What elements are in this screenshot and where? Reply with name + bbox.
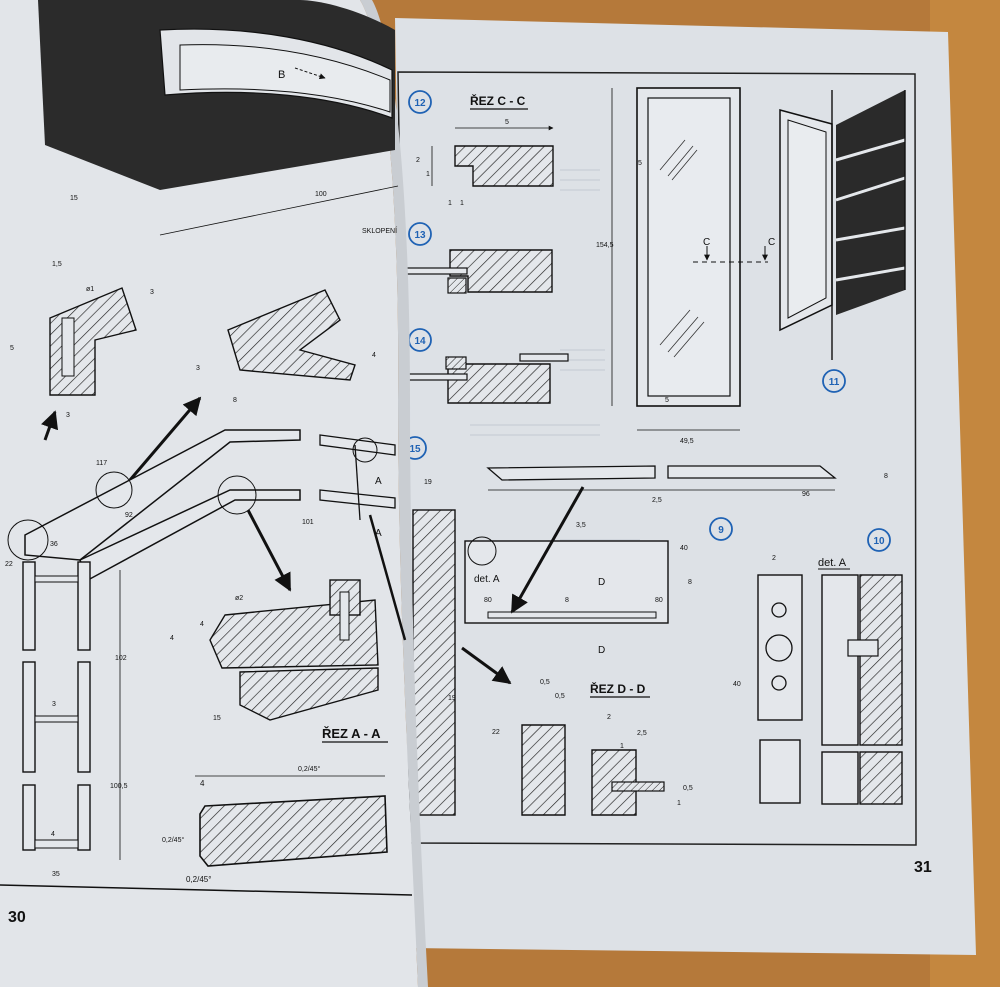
svg-text:0,5: 0,5 <box>683 785 693 792</box>
svg-text:3: 3 <box>196 365 200 372</box>
svg-text:102: 102 <box>115 655 127 662</box>
svg-text:15: 15 <box>409 444 421 455</box>
section-dd: 0,5 0,5 22 ŘEZ D - D 2 2,5 1 0,5 1 <box>492 679 693 816</box>
figure-9-plate: det. A 3,5 40 8 80 8 80 D D 9 <box>461 486 733 685</box>
svg-text:35: 35 <box>52 871 60 878</box>
svg-text:ø1: ø1 <box>86 286 94 293</box>
svg-text:5: 5 <box>505 119 509 126</box>
svg-text:8: 8 <box>565 597 569 604</box>
svg-text:1: 1 <box>677 800 681 807</box>
svg-text:22: 22 <box>5 561 13 568</box>
svg-text:8: 8 <box>884 473 888 480</box>
frame-perspective: 8 117 92 101 36 22 A A <box>5 397 407 641</box>
svg-text:96: 96 <box>802 491 810 498</box>
svg-text:5: 5 <box>638 160 642 167</box>
svg-text:A: A <box>375 476 382 487</box>
figure-12-section-cc: 12 ŘEZ C - C 5 2 1 1 1 <box>408 90 554 207</box>
svg-text:D: D <box>598 577 605 588</box>
frame-legs: 102 100,5 3 4 35 <box>22 561 128 878</box>
figure-10-hinge-detail: 10 2 det. A 40 <box>733 528 903 805</box>
svg-text:117: 117 <box>96 460 107 467</box>
svg-text:101: 101 <box>302 519 314 526</box>
svg-text:13: 13 <box>414 230 426 241</box>
svg-text:154,5: 154,5 <box>596 242 614 249</box>
section-aa: ŘEZ A - A 0,2/45° 4 0,2/45° 0,2/45° <box>162 726 388 884</box>
section-aa-title: ŘEZ A - A <box>322 726 381 741</box>
svg-text:15: 15 <box>70 195 78 202</box>
svg-text:1,5: 1,5 <box>52 261 62 268</box>
svg-text:0,2/45°: 0,2/45° <box>162 836 184 844</box>
svg-text:3: 3 <box>52 701 56 708</box>
svg-text:1: 1 <box>620 743 624 750</box>
svg-text:B: B <box>278 69 285 81</box>
svg-text:ø2: ø2 <box>235 595 243 602</box>
svg-text:4: 4 <box>372 352 376 359</box>
joint-details: 1,5 ø1 3 5 3 4 3 <box>10 261 376 481</box>
svg-text:80: 80 <box>655 597 663 604</box>
svg-text:det. A: det. A <box>474 574 500 585</box>
right-page-number: 31 <box>914 859 932 876</box>
svg-text:36: 36 <box>50 541 58 548</box>
svg-text:4: 4 <box>51 831 55 838</box>
svg-text:C: C <box>703 237 710 248</box>
top-box-perspective: B 15 100 SKLOPENÍ <box>38 0 399 236</box>
svg-text:14: 14 <box>414 336 426 347</box>
svg-text:D: D <box>598 645 605 656</box>
svg-text:0,2/45°: 0,2/45° <box>186 875 211 884</box>
joint-closeup: ø2 4 4 15 <box>170 579 379 722</box>
svg-text:92: 92 <box>125 512 133 519</box>
svg-text:5: 5 <box>10 345 14 352</box>
rail-profile: 2,5 8 96 <box>486 465 888 504</box>
figure-13: 13 <box>404 222 553 294</box>
svg-text:0,5: 0,5 <box>540 679 550 686</box>
svg-text:0,5: 0,5 <box>555 693 565 700</box>
svg-text:2: 2 <box>772 555 776 562</box>
svg-text:80: 80 <box>484 597 492 604</box>
section-cc-title: ŘEZ C - C <box>470 93 526 108</box>
svg-text:SKLOPENÍ: SKLOPENÍ <box>362 226 397 235</box>
svg-text:2: 2 <box>607 714 611 721</box>
svg-text:4: 4 <box>200 779 205 788</box>
svg-text:9: 9 <box>718 525 724 536</box>
svg-text:3,5: 3,5 <box>576 522 586 529</box>
svg-text:12: 12 <box>414 98 426 109</box>
svg-text:1: 1 <box>460 200 464 207</box>
svg-text:8: 8 <box>688 579 692 586</box>
svg-text:10: 10 <box>873 536 885 547</box>
svg-text:2,5: 2,5 <box>637 730 647 737</box>
mirror-door-elevation: 154,5 5 49,5 5 C C <box>596 87 775 445</box>
svg-text:1: 1 <box>448 200 452 207</box>
svg-text:2: 2 <box>416 157 420 164</box>
svg-text:19: 19 <box>448 695 456 702</box>
figure-11-cabinet-perspective: 11 <box>779 90 906 393</box>
svg-text:40: 40 <box>680 545 688 552</box>
svg-text:5: 5 <box>665 397 669 404</box>
figure-14: 14 <box>404 328 569 404</box>
svg-text:100: 100 <box>315 191 327 198</box>
svg-text:A: A <box>375 528 382 539</box>
svg-text:4: 4 <box>170 635 174 642</box>
svg-text:1: 1 <box>426 171 430 178</box>
svg-text:8: 8 <box>233 397 237 404</box>
svg-text:11: 11 <box>829 377 840 388</box>
svg-text:22: 22 <box>492 729 500 736</box>
svg-text:40: 40 <box>733 681 741 688</box>
svg-text:2,5: 2,5 <box>652 497 662 504</box>
svg-text:det. A: det. A <box>818 557 847 569</box>
svg-text:3: 3 <box>66 412 70 419</box>
right-page: 12 ŘEZ C - C 5 2 1 1 1 13 14 <box>395 18 976 955</box>
svg-text:19: 19 <box>424 479 432 486</box>
svg-text:15: 15 <box>213 715 221 722</box>
svg-text:3: 3 <box>150 289 154 296</box>
svg-text:C: C <box>768 237 775 248</box>
figure-15: 15 19 19 <box>403 436 456 816</box>
svg-text:0,2/45°: 0,2/45° <box>298 765 320 773</box>
svg-text:100,5: 100,5 <box>110 783 128 790</box>
svg-text:49,5: 49,5 <box>680 438 694 445</box>
left-page-number: 30 <box>8 909 26 926</box>
section-dd-title: ŘEZ D - D <box>590 681 646 696</box>
svg-text:4: 4 <box>200 621 204 628</box>
left-page: B 15 100 SKLOPENÍ 1,5 ø1 3 5 3 4 3 <box>0 0 428 987</box>
